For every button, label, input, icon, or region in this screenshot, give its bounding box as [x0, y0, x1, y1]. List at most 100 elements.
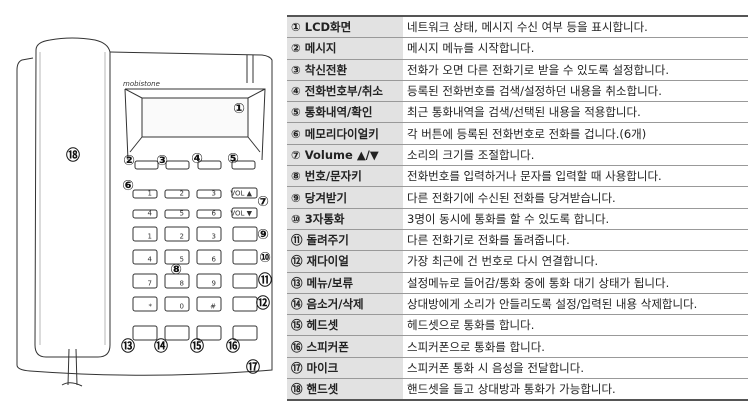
row-label: ③ 착신전환 [287, 59, 403, 81]
dial-key: 4 [132, 249, 158, 265]
row-description: 네트워크 상태, 메시지 수신 여부 등을 표시합니다. [403, 16, 748, 39]
function-key-11 [232, 273, 258, 289]
callout-14: ⑭ [154, 338, 168, 355]
lcd-screen [141, 97, 249, 138]
callout-2: ② [123, 153, 135, 169]
callout-12: ⑫ [256, 295, 270, 312]
row-description: 등록된 전화번호를 검색/설정하던 내용을 취소합니다. [403, 80, 748, 103]
callout-16: ⑯ [226, 338, 240, 355]
callout-10: ⑩ [259, 250, 271, 266]
callout-9: ⑨ [257, 227, 269, 243]
soft-key-5 [231, 160, 256, 170]
memory-key-2: 2 [164, 189, 190, 199]
brand-logo: mobistone [123, 80, 160, 88]
row-description: 핸드셋을 들고 상대방과 통화가 가능합니다. [403, 378, 748, 401]
row-label: ④ 전화번호부/취소 [287, 80, 403, 103]
row-label: ⑪ 돌려주기 [287, 229, 403, 252]
row-label: ⑰ 마이크 [287, 357, 403, 380]
key-label: 5 [180, 256, 184, 264]
row-label: ⑦ Volume ▲/▼ [287, 144, 403, 167]
function-key-10 [232, 249, 258, 265]
function-key-9 [232, 226, 258, 242]
dial-key: # [196, 296, 222, 312]
row-description: 설정메뉴로 들어감/통화 중에 통화 대기 상태가 됩니다. [403, 272, 748, 294]
memory-key-5: 5 [164, 209, 190, 219]
key-label: 4 [148, 256, 153, 264]
row-label: ⑥ 메모리다이얼키 [287, 122, 403, 145]
key-label: 6 [212, 256, 217, 264]
row-label: ⑬ 메뉴/보류 [287, 272, 403, 294]
callout-3: ③ [156, 153, 168, 169]
row-description: 상대방에게 소리가 안들리도록 설정/입력된 내용 삭제합니다. [403, 293, 748, 316]
dial-key: 0 [164, 296, 190, 312]
key-label: 1 [148, 233, 152, 241]
callout-8: ⑧ [170, 262, 182, 278]
row-label: ⑫ 재다이얼 [287, 250, 403, 273]
key-label: 8 [180, 280, 184, 288]
callout-7: ⑦ [257, 194, 269, 210]
callout-11: ⑪ [258, 272, 272, 289]
row-description: 다른 전화기로 전화를 돌려줍니다. [403, 229, 748, 252]
row-label: ⑯ 스피커폰 [287, 335, 403, 358]
dial-key: 9 [196, 273, 222, 289]
soft-key-4 [197, 160, 222, 170]
key-label: 7 [148, 280, 152, 288]
key-label: 4 [148, 210, 153, 218]
dial-key: 5 [164, 249, 190, 265]
row-label: ⑤ 통화내역/확인 [287, 101, 403, 124]
row-label: ② 메시지 [287, 37, 403, 60]
key-label: VOL ▼ [230, 210, 252, 218]
mute-delete-key [164, 325, 190, 341]
antenna [246, 55, 254, 83]
dial-key: 7 [132, 273, 158, 289]
row-description: 가장 최근에 건 번호로 다시 연결합니다. [403, 250, 748, 273]
row-description: 스피커폰 통화 시 음성을 전달합니다. [403, 357, 748, 380]
callout-6: ⑥ [122, 178, 134, 194]
memory-key-3: 3 [196, 189, 222, 199]
callout-4: ④ [191, 151, 203, 167]
row-label: ⑭ 음소거/삭제 [287, 293, 403, 316]
key-label: # [210, 303, 216, 311]
row-label: ⑨ 당겨받기 [287, 186, 403, 209]
lcd-frame [124, 88, 266, 161]
dial-key: 6 [196, 249, 222, 265]
dial-key: * [132, 296, 158, 312]
soft-key-2 [134, 160, 159, 170]
row-description: 다른 전화기에 수신된 전화를 당겨받습니다. [403, 186, 748, 209]
key-label: 1 [148, 190, 152, 198]
row-description: 각 버튼에 등록된 전화번호로 전화를 겁니다.(6개) [403, 122, 748, 145]
key-label: 2 [180, 233, 184, 241]
memory-key-6: 6 [196, 209, 222, 219]
row-description: 소리의 크기를 조절합니다. [403, 144, 748, 167]
row-description: 메시지 메뉴를 시작합니다. [403, 37, 748, 60]
table-row: ⑦ Volume ▲/▼소리의 크기를 조절합니다. [287, 144, 748, 167]
callout-18: ⑱ [66, 147, 80, 164]
row-description: 전화번호를 입력하거나 문자를 입력할 때 사용합니다. [403, 165, 748, 188]
callout-17: ⑰ [246, 359, 260, 376]
headset-key [196, 325, 222, 341]
volume-down-key: VOL ▼ [230, 207, 258, 219]
callout-5: ⑤ [227, 151, 239, 167]
phone-body [16, 51, 273, 376]
callout-15: ⑮ [190, 338, 204, 355]
key-label: 2 [180, 190, 184, 198]
dial-key: 1 [132, 226, 158, 242]
key-label: 3 [212, 190, 216, 198]
row-label: ⑧ 번호/문자키 [287, 165, 403, 188]
soft-key-3 [165, 160, 190, 170]
menu-hold-key [132, 325, 158, 341]
memory-key-4: 4 [132, 209, 158, 219]
